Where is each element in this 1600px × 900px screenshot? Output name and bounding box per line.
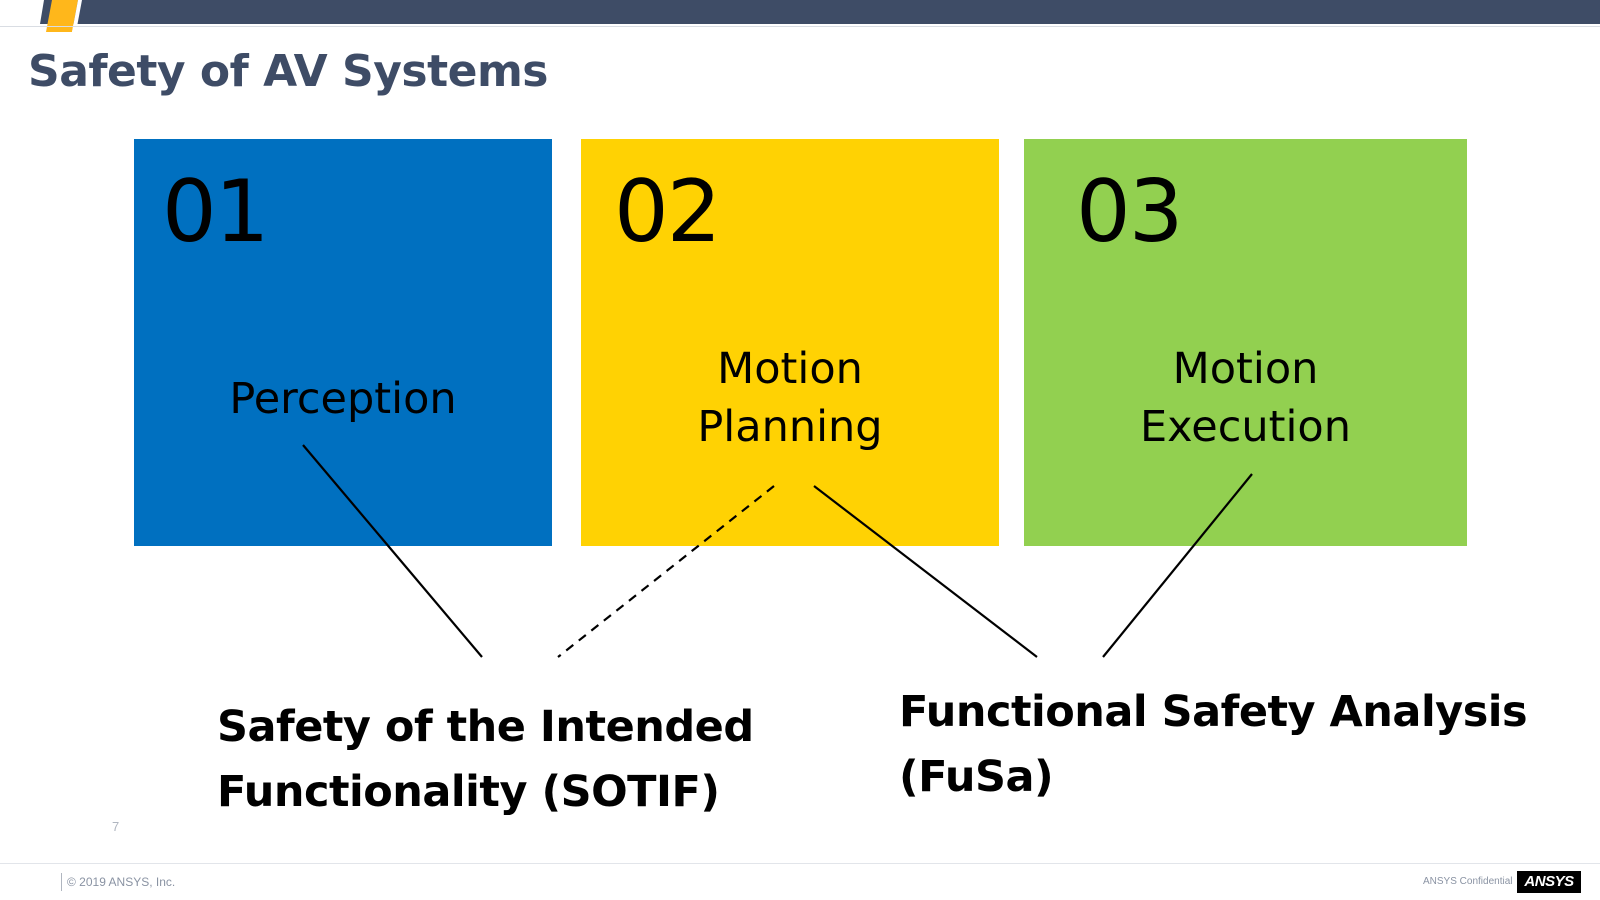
motion-planning-box: 02 Motion Planning <box>581 139 999 546</box>
perception-to-sotif-line <box>302 444 483 658</box>
header-divider <box>0 26 1600 27</box>
box-label: Perception <box>134 370 552 428</box>
fusa-label: Functional Safety Analysis (FuSa) <box>899 680 1528 809</box>
motion-execution-box: 03 Motion Execution <box>1024 139 1467 546</box>
sotif-label-line: Functionality (SOTIF) <box>217 766 720 817</box>
box-label-line: Planning <box>697 402 883 453</box>
planning-to-sotif-dashed-line <box>557 485 775 658</box>
box-number: 03 <box>1076 162 1183 262</box>
box-label: Motion Planning <box>581 340 999 456</box>
box-label-line: Execution <box>1139 402 1351 453</box>
slide-title: Safety of AV Systems <box>28 46 549 97</box>
perception-box: 01 Perception <box>134 139 552 546</box>
execution-to-fusa-line <box>1102 473 1253 658</box>
ansys-logo: ANSYS <box>1517 871 1581 893</box>
fusa-label-line: (FuSa) <box>899 751 1054 802</box>
planning-to-fusa-line <box>813 485 1038 658</box>
fusa-label-line: Functional Safety Analysis <box>899 687 1528 737</box>
box-label: Motion Execution <box>1024 340 1467 456</box>
footer-divider <box>0 863 1600 864</box>
confidential-label: ANSYS Confidential <box>1423 876 1513 887</box>
box-number: 01 <box>162 162 269 262</box>
footer-tick <box>61 873 62 891</box>
box-label-line: Motion <box>1172 344 1319 394</box>
sotif-label: Safety of the Intended Functionality (SO… <box>217 695 754 824</box>
box-label-line: Perception <box>229 374 457 424</box>
box-label-line: Motion <box>717 344 863 394</box>
copyright-text: © 2019 ANSYS, Inc. <box>67 875 176 889</box>
box-number: 02 <box>614 162 721 262</box>
accent-slash-icon <box>0 0 82 32</box>
sotif-label-line: Safety of the Intended <box>217 702 754 752</box>
header-bar <box>0 0 1600 24</box>
page-number: 7 <box>112 819 120 834</box>
